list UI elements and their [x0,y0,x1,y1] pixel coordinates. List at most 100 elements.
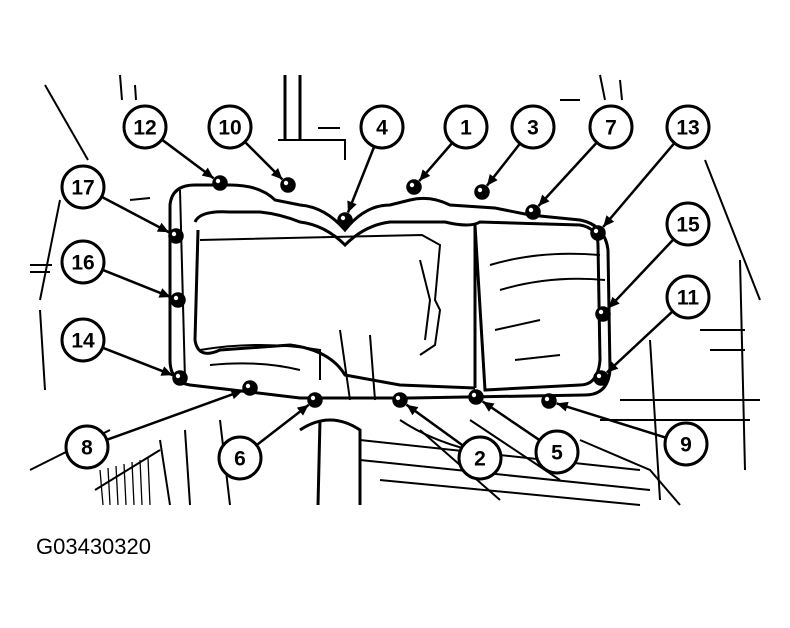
bolt-highlight-15 [598,309,604,315]
callout-13: 13 [665,104,711,150]
callout-number-11: 11 [677,287,700,310]
callout-1: 1 [443,104,489,150]
callout-circle-12 [122,104,168,150]
callout-number-13: 13 [676,117,699,140]
figure-id-label: G03430320 [36,534,151,559]
leader-arrow-2 [406,404,419,416]
callout-number-17: 17 [71,177,94,200]
leader-line-9 [556,402,667,439]
callout-number-5: 5 [551,442,563,465]
leader-arrow-5 [482,401,495,412]
callout-5: 5 [534,429,580,475]
bolt-highlight-6 [310,395,316,401]
leader-arrow-6 [296,404,309,416]
callout-7: 7 [588,104,634,150]
bolt-highlight-11 [596,373,602,379]
bolt-highlight-1 [409,182,415,188]
bolt-5 [468,389,484,405]
leader-arrow-16 [158,288,171,298]
callout-6: 6 [217,435,263,481]
bolt-highlight-5 [471,392,477,398]
callout-circle-17 [60,164,106,210]
leader-arrow-17 [156,222,169,233]
callout-number-2: 2 [474,448,486,471]
leader-arrow-11 [606,361,619,373]
bolt-highlight-3 [477,187,483,193]
bolt-3 [474,184,490,200]
bolt-12 [212,175,228,191]
callout-number-4: 4 [376,117,388,140]
callout-15: 15 [665,201,711,247]
callout-number-10: 10 [218,117,241,140]
bolt-highlight-10 [283,180,289,186]
callout-circle-14 [60,317,106,363]
leader-lines [100,138,676,447]
callout-12: 12 [122,104,168,150]
callout-10: 10 [207,104,253,150]
leader-arrow-3 [486,173,498,186]
bolt-highlight-7 [528,207,534,213]
callout-circle-1 [443,104,489,150]
leader-line-15 [607,238,675,310]
leader-line-4 [346,146,376,214]
bolt-highlight-2 [395,395,401,401]
callout-circle-9 [663,421,709,467]
callout-11: 11 [665,274,711,320]
callout-number-6: 6 [234,448,246,471]
bolt-9 [541,393,557,409]
bolt-6 [307,392,323,408]
bolt-4 [337,212,353,228]
bolt-highlight-17 [171,231,177,237]
bolt-2 [392,392,408,408]
bolt-7 [525,204,541,220]
callout-circle-8 [64,424,110,470]
callout-circle-7 [588,104,634,150]
callout-circle-10 [207,104,253,150]
leader-line-16 [102,268,172,299]
leader-arrow-12 [201,167,214,179]
leader-line-2 [405,403,464,447]
callout-number-3: 3 [527,117,539,140]
callout-4: 4 [359,104,405,150]
bolt-16 [170,292,186,308]
bolt-14 [172,370,188,386]
leader-arrow-9 [556,401,569,412]
callout-number-8: 8 [81,437,93,460]
bolt-1 [406,179,422,195]
callout-2: 2 [457,435,503,481]
leader-arrow-7 [538,194,550,207]
bolt-13 [590,225,606,241]
leader-arrow-10 [271,168,283,180]
callout-16: 16 [60,239,106,285]
leader-arrow-1 [419,169,431,181]
leader-line-13 [602,142,676,228]
callout-number-12: 12 [133,117,156,140]
callout-9: 9 [663,421,709,467]
callout-14: 14 [60,317,106,363]
callout-number-16: 16 [71,252,94,275]
callout-circle-2 [457,435,503,481]
callout-circle-15 [665,201,711,247]
bolt-8 [242,380,258,396]
leader-arrow-15 [608,296,620,309]
callout-circle-16 [60,239,106,285]
oil-pan-outline [168,183,612,400]
bolt-markers [168,175,611,409]
bolt-10 [280,177,296,193]
leader-arrow-13 [603,215,615,227]
callout-circle-5 [534,429,580,475]
leader-arrow-4 [347,200,357,213]
bolt-highlight-13 [593,228,599,234]
callout-circle-11 [665,274,711,320]
callout-circle-13 [665,104,711,150]
callout-8: 8 [64,424,110,470]
bolt-highlight-8 [245,383,251,389]
callout-number-7: 7 [605,117,617,140]
leader-line-14 [102,346,174,377]
callout-circle-3 [510,104,556,150]
leader-line-7 [537,141,598,207]
bolt-17 [168,228,184,244]
engine-line-art [29,74,761,506]
